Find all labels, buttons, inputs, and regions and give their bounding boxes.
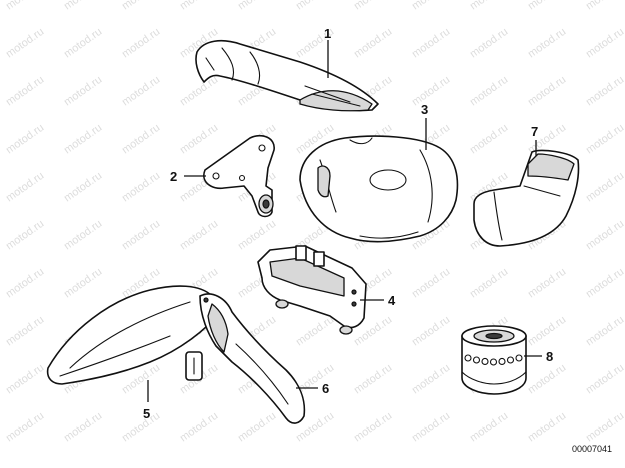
watermark-text: motod.ru (62, 218, 104, 253)
watermark-text: motod.ru (120, 170, 162, 205)
filter-hole (464, 354, 472, 362)
watermark-text: motod.ru (4, 218, 46, 253)
watermark-text: motod.ru (178, 410, 220, 445)
watermark-text: motod.ru (468, 266, 510, 301)
watermark-text: motod.ru (120, 0, 162, 12)
watermark-text: motod.ru (526, 266, 568, 301)
filter-hole (489, 358, 498, 366)
watermark-text: motod.ru (526, 410, 568, 445)
watermark-text: motod.ru (236, 410, 278, 445)
callout-1: 1 (324, 26, 331, 41)
watermark-text: motod.ru (468, 122, 510, 157)
watermark-text: motod.ru (4, 266, 46, 301)
watermark-text: motod.ru (584, 74, 625, 109)
watermark-text: motod.ru (526, 362, 568, 397)
watermark-text: motod.ru (294, 314, 336, 349)
filter-holes (464, 354, 523, 366)
watermark-text: motod.ru (62, 74, 104, 109)
part-8-oil-filter (461, 325, 527, 395)
callout-7: 7 (531, 124, 538, 139)
watermark-text: motod.ru (584, 362, 625, 397)
watermark-text: motod.ru (526, 26, 568, 61)
watermark-text: motod.ru (410, 362, 452, 397)
filter-hole (481, 357, 489, 366)
watermark-text: motod.ru (584, 410, 625, 445)
watermark-text: motod.ru (4, 74, 46, 109)
watermark-text: motod.ru (178, 122, 220, 157)
watermark-text: motod.ru (4, 26, 46, 61)
part-1-grab-handle (195, 39, 379, 112)
watermark-text: motod.ru (468, 0, 510, 12)
watermark-text: motod.ru (4, 362, 46, 397)
watermark-text: motod.ru (236, 218, 278, 253)
callout-5: 5 (143, 406, 150, 421)
watermark-text: motod.ru (468, 410, 510, 445)
watermark-text: motod.ru (120, 74, 162, 109)
watermark-text: motod.ru (526, 314, 568, 349)
watermark-text: motod.ru (410, 0, 452, 12)
watermark-text: motod.ru (584, 122, 625, 157)
watermark-text: motod.ru (410, 410, 452, 445)
part-6-mudguard (185, 293, 306, 424)
filter-hole (498, 357, 506, 366)
watermark-text: motod.ru (62, 122, 104, 157)
watermark-text: motod.ru (352, 410, 394, 445)
watermark-text: motod.ru (236, 0, 278, 12)
watermark-text: motod.ru (178, 74, 220, 109)
watermark-text: motod.ru (584, 314, 625, 349)
watermark-text: motod.ru (4, 170, 46, 205)
watermark-text: motod.ru (584, 170, 625, 205)
watermark-text: motod.ru (410, 266, 452, 301)
watermark-text: motod.ru (120, 410, 162, 445)
watermark-text: motod.ru (410, 26, 452, 61)
watermark-text: motod.ru (526, 74, 568, 109)
watermark-text: motod.ru (120, 26, 162, 61)
watermark-text: motod.ru (584, 26, 625, 61)
watermark-text: motod.ru (62, 266, 104, 301)
watermark-text: motod.ru (468, 26, 510, 61)
watermark-text: motod.ru (352, 26, 394, 61)
filter-hole (472, 356, 481, 364)
callout-4: 4 (388, 293, 396, 308)
callout-2: 2 (170, 169, 177, 184)
part-7-side-cover (473, 149, 580, 247)
watermark-text: motod.ru (62, 410, 104, 445)
watermark-text: motod.ru (4, 0, 46, 12)
watermark-text: motod.ru (352, 0, 394, 12)
callout-lines (147, 40, 542, 402)
part-3-tank-cover (299, 135, 459, 243)
watermark-text: motod.ru (178, 218, 220, 253)
watermark-text: motod.ru (468, 74, 510, 109)
part-5-front-fender (46, 285, 221, 385)
watermark-text: motod.ru (62, 170, 104, 205)
watermark-text: motod.ru (294, 0, 336, 12)
watermark-text: motod.ru (352, 362, 394, 397)
callout-6: 6 (322, 381, 329, 396)
watermark-text: motod.ru (4, 122, 46, 157)
callout-3: 3 (421, 102, 428, 117)
watermark-text: motod.ru (584, 0, 625, 12)
part-2-bracket (203, 134, 275, 218)
watermark-text: motod.ru (178, 0, 220, 12)
watermark-text: motod.ru (410, 314, 452, 349)
watermark-text: motod.ru (62, 0, 104, 12)
watermark-text: motod.ru (4, 314, 46, 349)
watermark-text: motod.ru (526, 0, 568, 12)
diagram-code: 00007041 (572, 444, 612, 454)
watermark-text: motod.ru (120, 122, 162, 157)
watermark-text: motod.ru (62, 26, 104, 61)
callout-labels: 1 2 3 4 5 6 7 8 (143, 26, 553, 421)
filter-hole (506, 356, 515, 364)
part-4-mount-block (257, 245, 367, 335)
watermark-text: motod.ru (4, 410, 46, 445)
watermark-text: motod.ru (410, 74, 452, 109)
watermark-text: motod.ru (584, 218, 625, 253)
watermark-text: motod.ru (584, 266, 625, 301)
callout-8: 8 (546, 349, 553, 364)
filter-hole (515, 354, 523, 362)
watermark-text: motod.ru (120, 218, 162, 253)
